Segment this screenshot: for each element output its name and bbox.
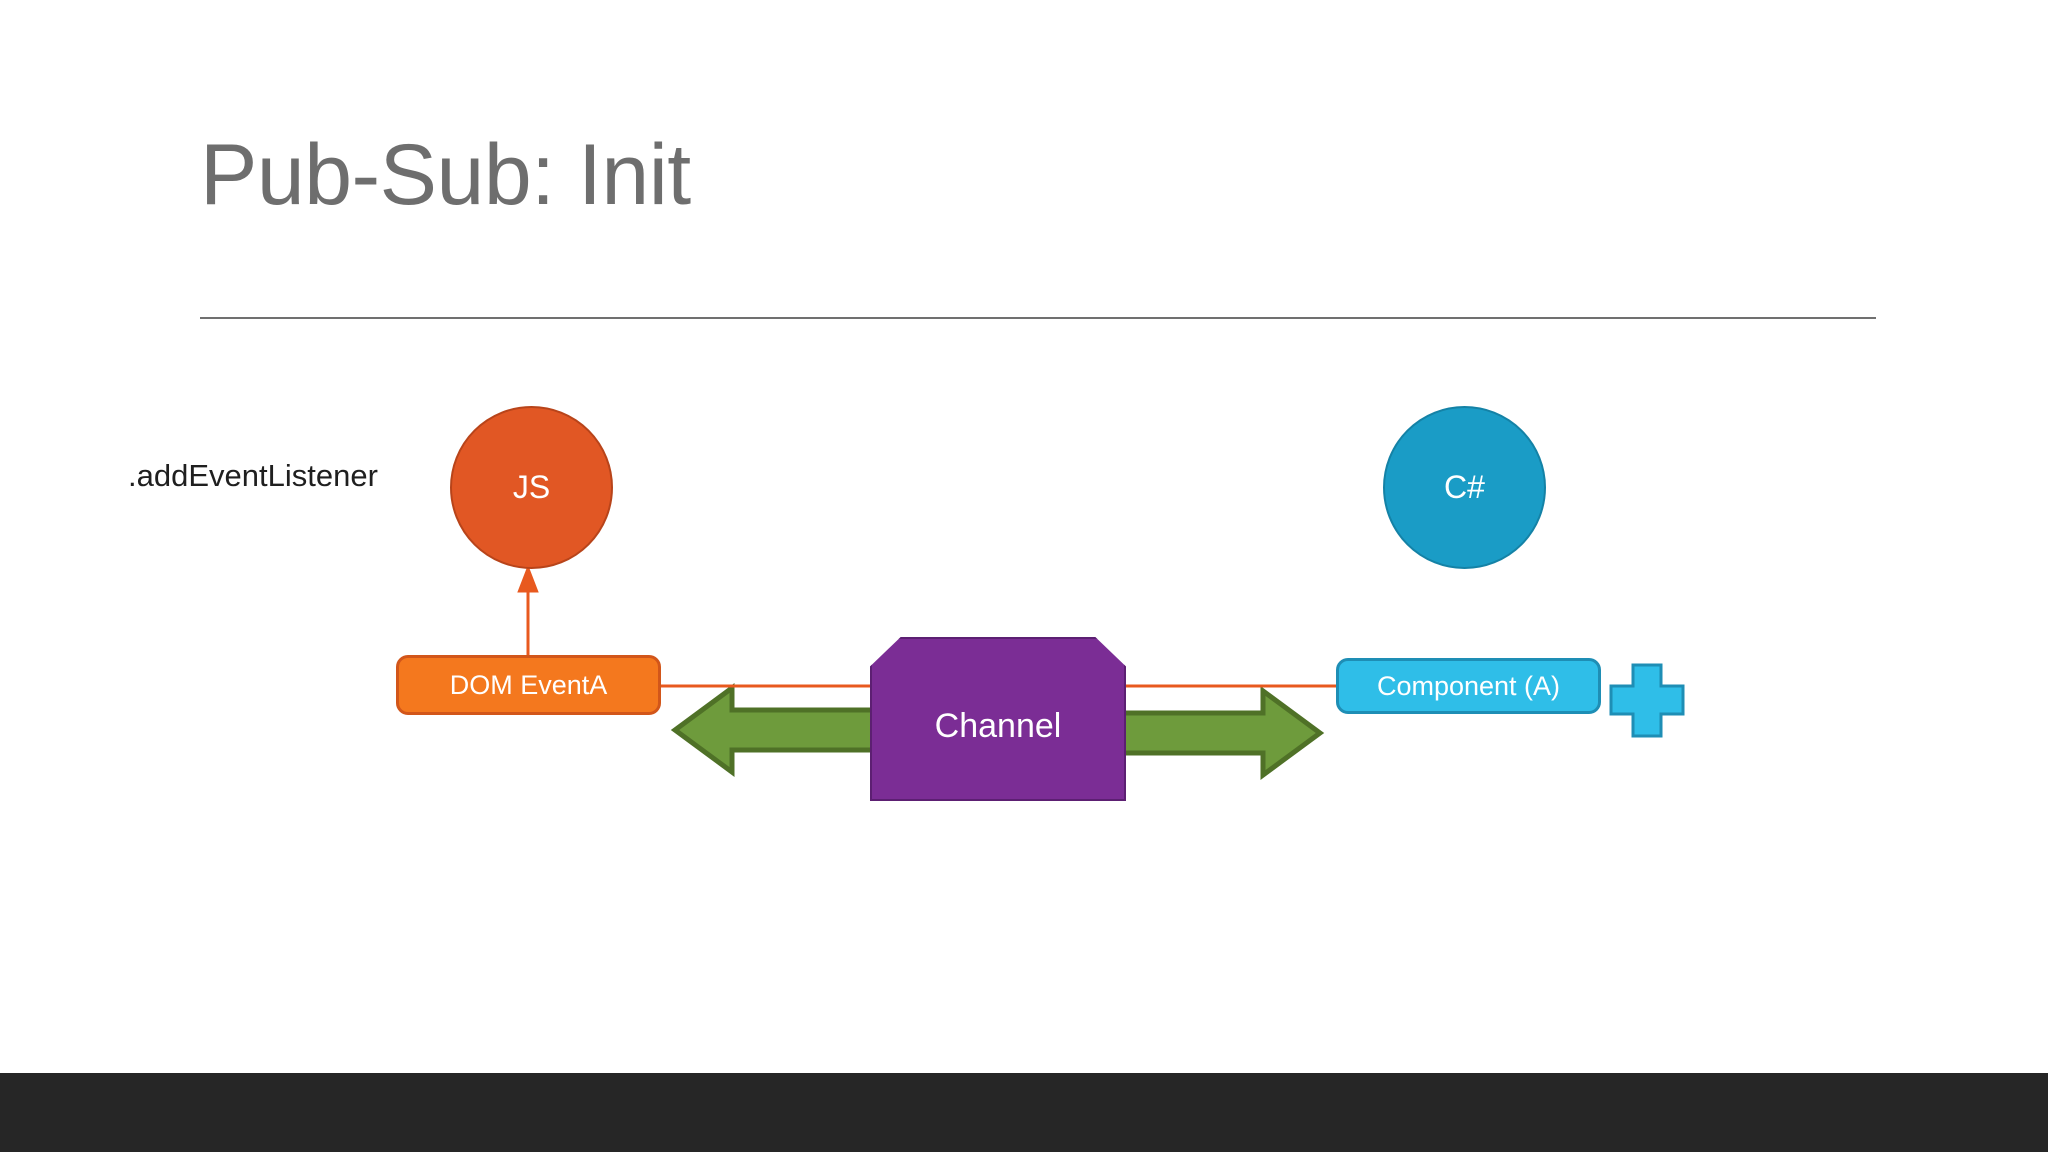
node-dom-event: DOM EventA bbox=[396, 655, 661, 715]
node-js-circle: JS bbox=[450, 406, 613, 569]
node-channel: Channel bbox=[870, 637, 1126, 801]
add-event-listener-label: .addEventListener bbox=[128, 458, 378, 493]
block-arrow-right-icon bbox=[1089, 686, 1325, 780]
node-channel-shape bbox=[870, 637, 1126, 801]
node-component-a: Component (A) bbox=[1336, 658, 1601, 714]
page-title: Pub-Sub: Init bbox=[200, 127, 691, 223]
title-divider bbox=[200, 317, 1876, 319]
node-csharp-circle: C# bbox=[1383, 406, 1546, 569]
node-js-label: JS bbox=[512, 469, 551, 505]
node-dom-event-label: DOM EventA bbox=[449, 669, 608, 700]
footer-band bbox=[0, 1073, 2048, 1152]
plus-icon bbox=[1609, 663, 1685, 738]
node-csharp-label: C# bbox=[1444, 469, 1485, 505]
connector-dom-event-to-js-arrowhead bbox=[517, 564, 539, 593]
node-channel-label: Channel bbox=[934, 706, 1062, 745]
node-component-a-label: Component (A) bbox=[1376, 670, 1561, 701]
